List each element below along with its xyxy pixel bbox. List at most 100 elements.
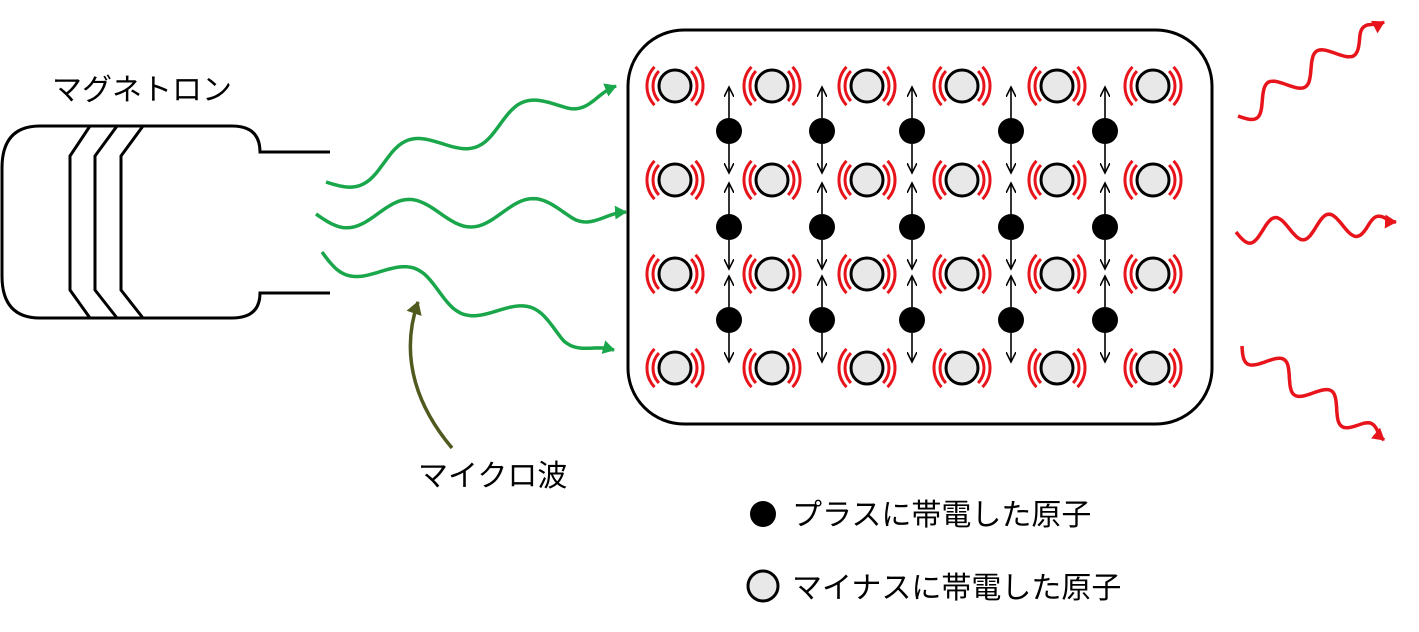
legend-negative-label: マイナスに帯電した原子 xyxy=(792,571,1121,606)
vibration-mark xyxy=(689,257,699,291)
negative-atom-core xyxy=(849,162,885,198)
negative-atom xyxy=(837,347,897,389)
vibration-mark xyxy=(1172,159,1183,201)
vibration-mark xyxy=(786,351,796,385)
negative-atom-core xyxy=(944,162,980,198)
positive-atom xyxy=(809,118,835,144)
vibration-mark xyxy=(981,65,992,107)
positive-atom xyxy=(998,118,1024,144)
vibration-mark xyxy=(651,257,661,291)
negative-atom xyxy=(1027,65,1087,107)
vibration-mark xyxy=(1129,69,1139,103)
vibration-mark xyxy=(1033,257,1043,291)
magnetron-fin xyxy=(68,125,92,319)
vibration-mark xyxy=(1076,347,1087,389)
vibration-mark xyxy=(791,159,802,201)
vibration-mark xyxy=(1167,351,1177,385)
legend-negative-atom xyxy=(746,569,780,603)
vibration-mark xyxy=(791,347,802,389)
negative-atom-core xyxy=(1039,350,1075,386)
negative-atom-core xyxy=(944,68,980,104)
heat-wave xyxy=(1237,20,1385,122)
negative-atom xyxy=(932,159,992,201)
vibration-mark xyxy=(843,257,853,291)
microwave-ray xyxy=(325,83,617,189)
vibration-mark xyxy=(938,351,948,385)
positive-atom xyxy=(716,214,742,240)
vibration-mark xyxy=(1071,163,1081,197)
vibration-mark xyxy=(976,351,986,385)
positive-atom xyxy=(1092,214,1118,240)
negative-atom-core xyxy=(754,256,790,292)
magnetron-fin xyxy=(119,125,145,319)
legend-positive-label: プラスに帯電した原子 xyxy=(792,498,1091,533)
vibration-mark xyxy=(981,253,992,295)
negative-atom-core xyxy=(1135,256,1171,292)
vibration-mark xyxy=(645,253,656,295)
microwave-ray xyxy=(320,250,615,354)
positive-atom xyxy=(998,214,1024,240)
vibration-mark xyxy=(932,159,943,201)
atom-lattice xyxy=(645,65,1183,389)
vibration-mark xyxy=(938,69,948,103)
negative-atom xyxy=(645,65,705,107)
negative-atom xyxy=(1123,253,1183,295)
heat-wave xyxy=(1234,212,1397,245)
vibration-mark xyxy=(1027,253,1038,295)
negative-atom-core xyxy=(1039,162,1075,198)
microwave-ray xyxy=(315,196,627,230)
vibration-mark xyxy=(1076,253,1087,295)
negative-atom-core xyxy=(1039,68,1075,104)
positive-atom xyxy=(1092,118,1118,144)
positive-atom xyxy=(1092,307,1118,333)
positive-atom xyxy=(899,214,925,240)
negative-atom xyxy=(1123,347,1183,389)
negative-atom xyxy=(645,253,705,295)
negative-atom-core xyxy=(657,68,693,104)
vibration-mark xyxy=(748,351,758,385)
vibration-mark xyxy=(694,347,705,389)
vibration-mark xyxy=(837,347,848,389)
negative-atom xyxy=(932,65,992,107)
vibration-mark xyxy=(786,163,796,197)
vibration-mark xyxy=(886,347,897,389)
vibration-mark xyxy=(932,65,943,107)
vibration-mark xyxy=(742,347,753,389)
negative-atom xyxy=(1027,253,1087,295)
vibration-mark xyxy=(651,351,661,385)
negative-atom xyxy=(837,253,897,295)
negative-atom-core xyxy=(754,350,790,386)
vibration-mark xyxy=(689,69,699,103)
vibration-mark xyxy=(1071,257,1081,291)
vibration-mark xyxy=(881,69,891,103)
vibration-mark xyxy=(886,65,897,107)
heat-radiation xyxy=(1234,20,1397,442)
vibration-mark xyxy=(742,159,753,201)
positive-atom xyxy=(998,307,1024,333)
vibration-mark xyxy=(981,159,992,201)
negative-atom-core xyxy=(754,162,790,198)
vibration-mark xyxy=(694,253,705,295)
legend-positive-atom xyxy=(750,501,776,527)
magnetron-fin xyxy=(93,125,119,319)
negative-atom xyxy=(1027,347,1087,389)
vibration-mark xyxy=(1172,347,1183,389)
heat-wave xyxy=(1240,345,1386,442)
vibration-mark xyxy=(651,163,661,197)
vibration-mark xyxy=(843,163,853,197)
negative-atom-core xyxy=(1135,162,1171,198)
vibration-mark xyxy=(791,65,802,107)
negative-atom xyxy=(1027,159,1087,201)
vibration-mark xyxy=(694,159,705,201)
vibration-mark xyxy=(981,347,992,389)
negative-atom xyxy=(742,65,802,107)
vibration-mark xyxy=(1129,351,1139,385)
negative-atom xyxy=(932,253,992,295)
vibration-mark xyxy=(748,257,758,291)
vibration-mark xyxy=(843,351,853,385)
vibration-mark xyxy=(938,257,948,291)
positive-atom xyxy=(899,118,925,144)
vibration-mark xyxy=(1123,159,1134,201)
negative-atom xyxy=(932,347,992,389)
